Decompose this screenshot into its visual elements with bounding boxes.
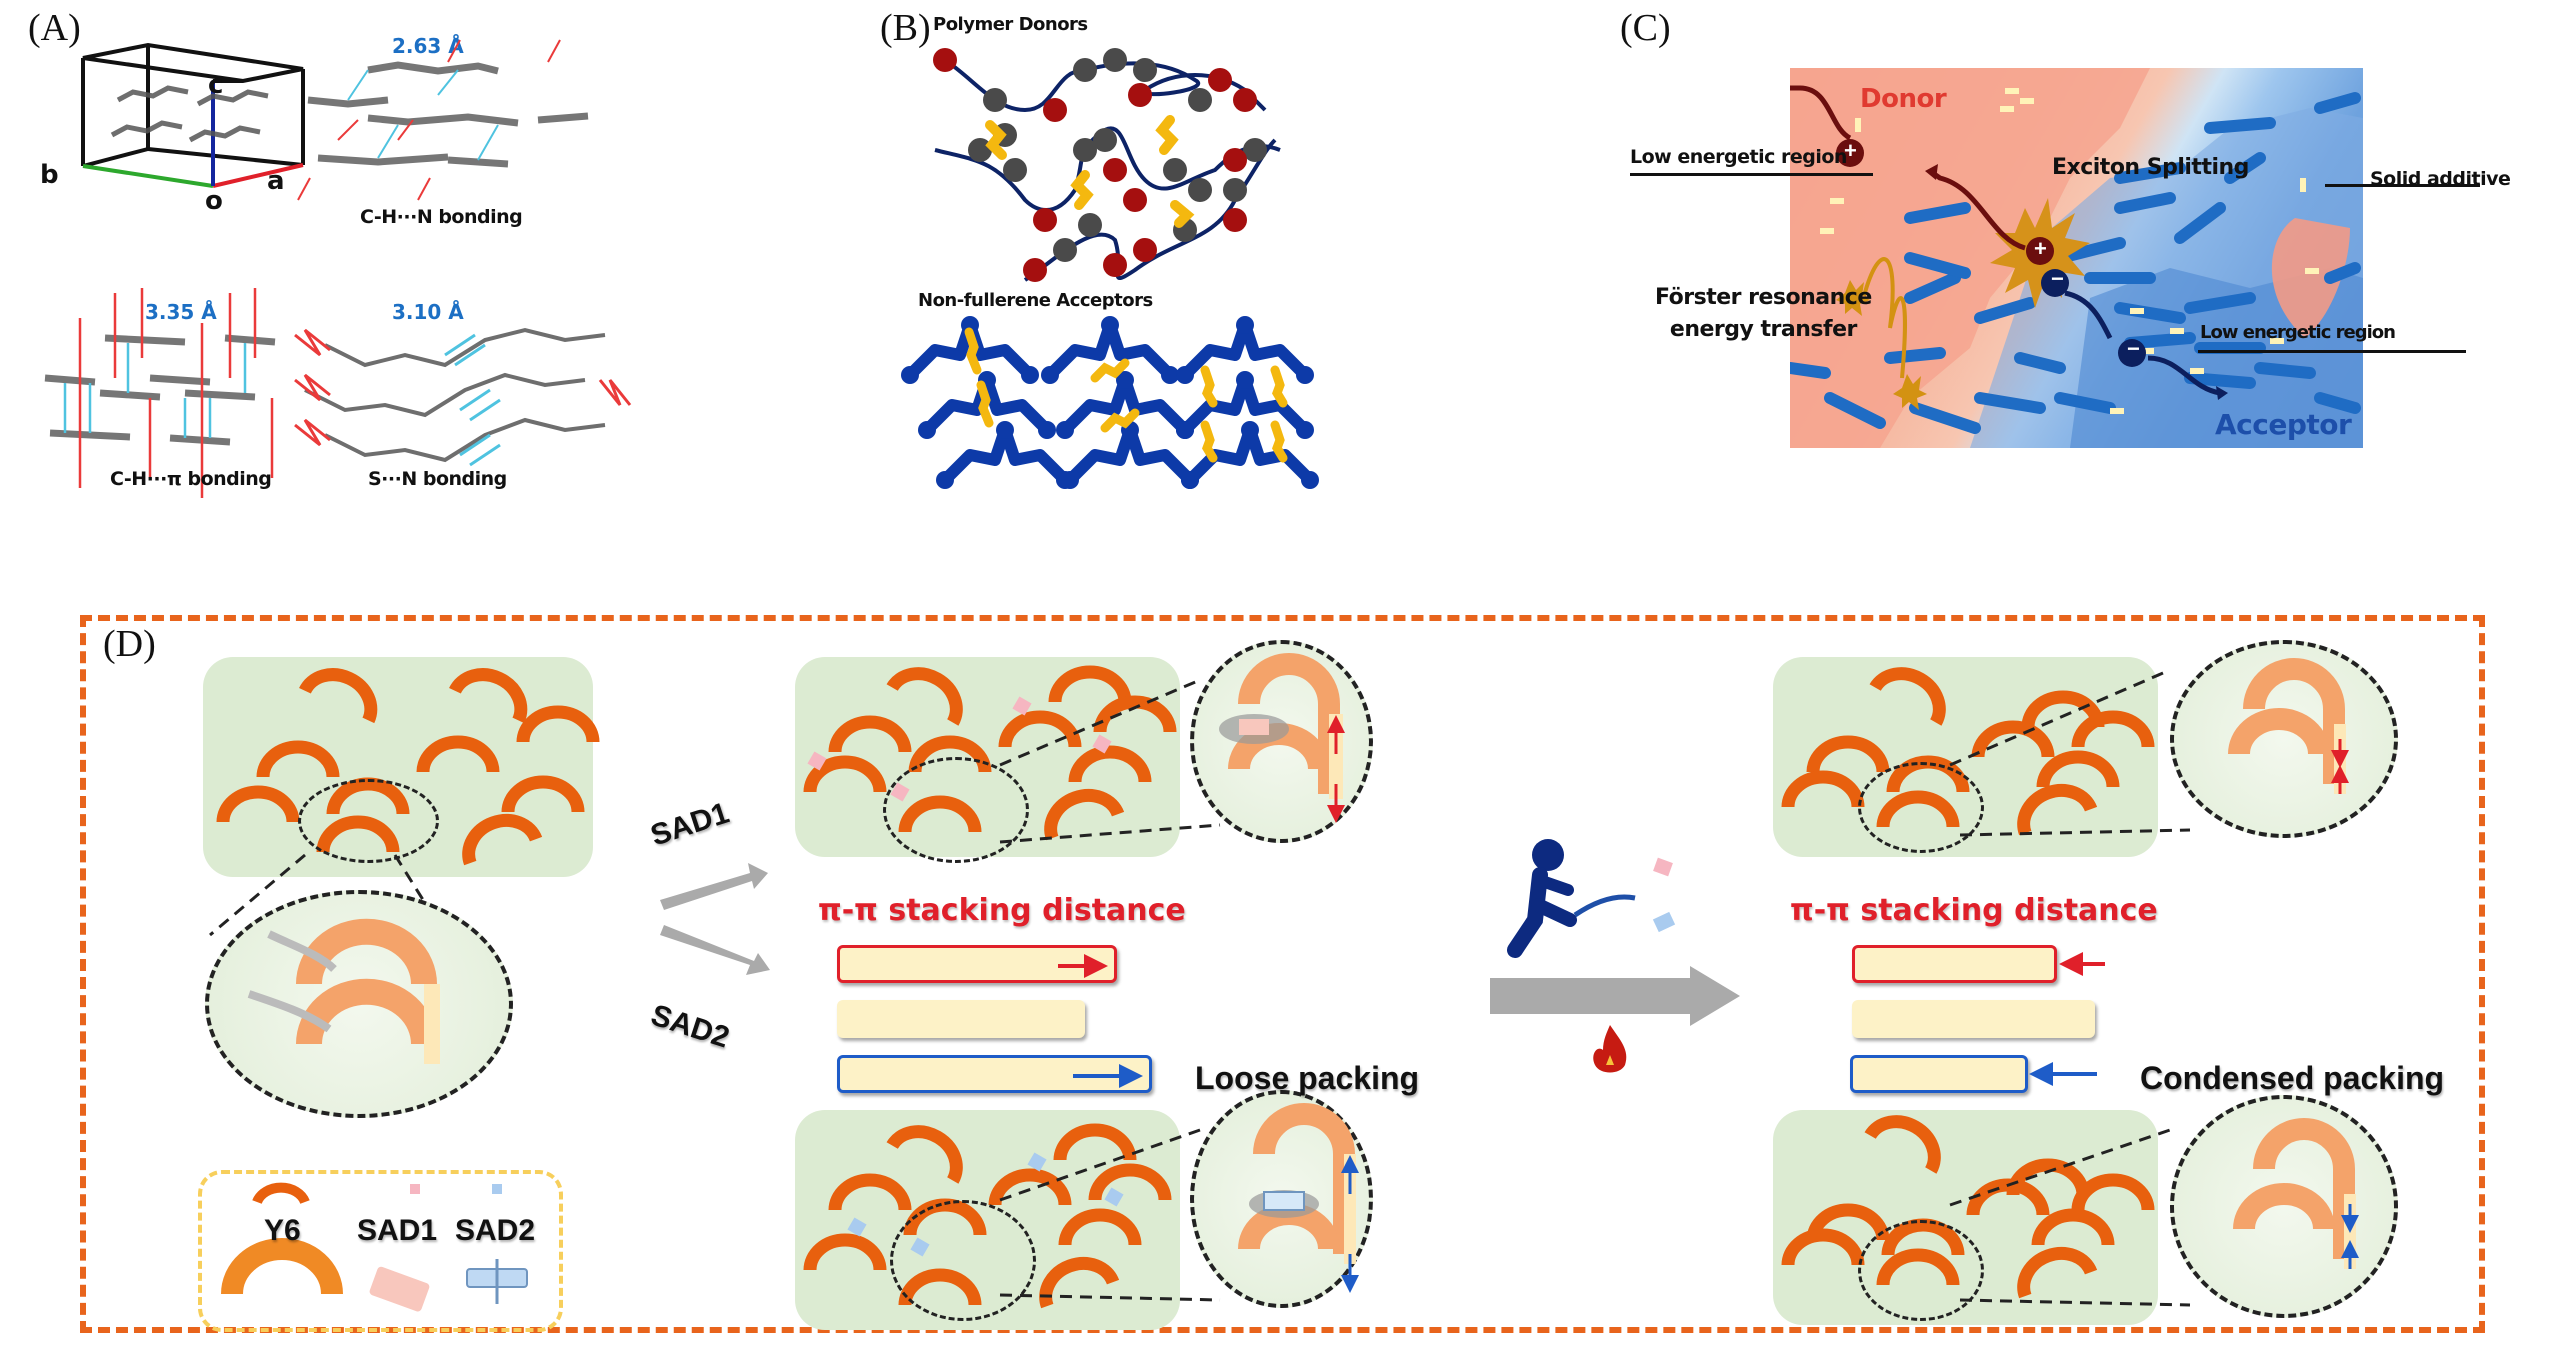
condensed-sad2-zoom-circle xyxy=(2170,1095,2398,1318)
bar-pristine-distance xyxy=(837,1000,1085,1038)
sad2-film xyxy=(795,1110,1180,1330)
panel-b-label: (B) xyxy=(880,7,931,49)
legend-y6-molecule-icon xyxy=(221,1238,343,1295)
legend-sad1-icon xyxy=(369,1266,430,1312)
condensed-film-sad1 xyxy=(1773,657,2158,857)
panel-a-label: (A) xyxy=(28,7,81,49)
bar-condensed-sad1 xyxy=(1852,945,2057,983)
right-zoom-lines xyxy=(1949,668,2191,1307)
donor-label: Donor xyxy=(1860,84,1947,114)
condensed-film-sad2 xyxy=(1773,1110,2158,1325)
exciton-splitting-label: Exciton Splitting xyxy=(2052,155,2249,180)
panel-d-frame xyxy=(80,615,2485,1333)
bar-sad2-distance xyxy=(837,1055,1152,1093)
sad1-removed-icon xyxy=(1653,857,1673,877)
ch-pi-structure xyxy=(44,288,276,498)
condensed-sad1-zoom-region xyxy=(1858,762,1984,853)
stacking-distance-title-mid: π-π stacking distance xyxy=(818,893,1186,928)
person-kicking-icon xyxy=(1532,839,1564,871)
bar-condensed-sad2 xyxy=(1850,1055,2028,1093)
contract-arrow-red-icon xyxy=(2059,952,2105,976)
nfa-packing-motifs xyxy=(905,310,1315,490)
bar-sad1-distance xyxy=(837,945,1117,983)
fret-label-line2: energy transfer xyxy=(1669,317,1857,342)
pristine-zoom-circle xyxy=(205,890,513,1118)
pristine-film xyxy=(203,657,593,877)
distance-ch-pi: 3.35 Å xyxy=(145,300,217,324)
annealing-arrow xyxy=(1490,966,1740,1026)
acceptor-label: Acceptor xyxy=(2215,408,2352,441)
sad2-zoom-circle xyxy=(1190,1090,1373,1308)
sad1-zoom-region xyxy=(883,757,1029,863)
panel-c-label: (C) xyxy=(1620,7,1671,49)
caption-ch-n: C-H···N bonding xyxy=(360,206,523,228)
sad1-film xyxy=(795,657,1180,863)
exciton-electron-icon: − xyxy=(2051,266,2064,291)
sad2-zoom-region xyxy=(890,1200,1036,1321)
bar-condensed-pristine xyxy=(1852,1000,2095,1038)
stacking-distance-title-right: π-π stacking distance xyxy=(1790,893,2158,928)
morphology-image: + − + − Donor Acceptor xyxy=(1790,68,2363,448)
fret-label: Förster resonance energy transfer xyxy=(1655,282,1872,346)
leader-line-solid-additive xyxy=(2325,184,2480,187)
pristine-zoom-region xyxy=(298,779,439,863)
polymer-donors-title: Polymer Donors xyxy=(933,14,1088,35)
condensed-sad1-zoom-circle xyxy=(2170,640,2398,838)
caption-s-n: S···N bonding xyxy=(368,468,507,490)
condensed-packing-label: Condensed packing xyxy=(2140,1060,2445,1096)
exciton-hole-icon: + xyxy=(2034,236,2047,261)
removal-annealing-step xyxy=(1490,839,1740,1026)
distance-s-n: 3.10 Å xyxy=(392,300,464,324)
legend-sad2-label: SAD2 xyxy=(455,1214,536,1247)
sad-branch-arrows xyxy=(660,863,770,975)
sad2-removed-icon xyxy=(1652,911,1676,933)
acceptor-electron-icon: − xyxy=(2127,336,2140,361)
sad1-zoom-circle xyxy=(1190,640,1373,843)
condensed-sad2-zoom-region xyxy=(1858,1220,1984,1321)
axis-a-label: a xyxy=(267,166,285,196)
caption-ch-pi: C-H···π bonding xyxy=(110,468,272,490)
axis-c-label: c xyxy=(208,70,223,100)
s-n-structure xyxy=(294,327,632,467)
axis-b-label: b xyxy=(40,160,59,190)
low-energetic-region-left: Low energetic region xyxy=(1630,146,1847,168)
unit-cell-diagram xyxy=(81,42,305,188)
leader-line-right xyxy=(2198,350,2466,353)
legend-y6-arc-icon xyxy=(252,1182,310,1205)
legend-y6-label: Y6 xyxy=(264,1214,301,1247)
contract-arrow-blue-icon xyxy=(2029,1062,2097,1086)
legend-box: Y6 SAD1 SAD2 xyxy=(198,1170,563,1332)
fire-heat-icon xyxy=(1593,1025,1627,1073)
expand-arrow-blue-icon xyxy=(1073,1064,1143,1088)
ch-n-structure xyxy=(297,39,589,201)
legend-sad1-label: SAD1 xyxy=(357,1214,438,1247)
middle-zoom-lines xyxy=(999,678,1221,1302)
low-energetic-region-right: Low energetic region xyxy=(2200,322,2396,343)
nfa-title: Non-fullerene Acceptors xyxy=(918,290,1153,311)
polymer-donor-network xyxy=(933,48,1281,282)
donor-hole-icon: + xyxy=(1844,138,1857,163)
fret-label-line1: Förster resonance xyxy=(1655,285,1872,310)
axis-o-label: o xyxy=(205,186,223,216)
expand-arrow-red-icon xyxy=(1058,954,1108,978)
loose-packing-label: Loose packing xyxy=(1195,1060,1420,1096)
panel-d-label: (D) xyxy=(103,623,156,665)
leader-line-left xyxy=(1630,173,1873,176)
